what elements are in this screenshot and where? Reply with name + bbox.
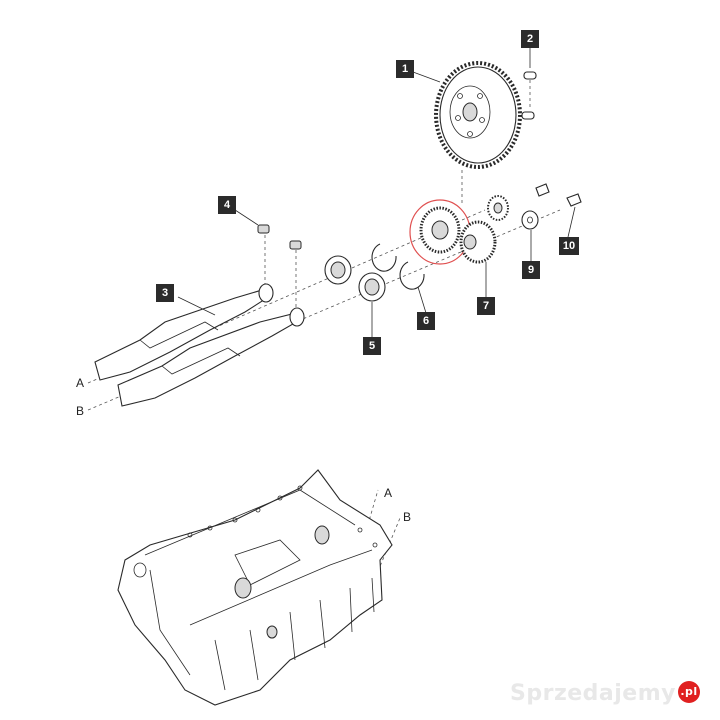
washer-part-9[interactable] xyxy=(521,210,539,230)
watermark: Sprzedajemy.pl xyxy=(510,681,700,706)
callout-9[interactable]: 9 xyxy=(522,261,540,279)
engine-block-housing[interactable] xyxy=(117,469,393,706)
watermark-text: Sprzedajemy xyxy=(510,681,676,706)
bolt-part-10[interactable] xyxy=(535,183,582,207)
balance-shaft-part-3[interactable] xyxy=(94,283,305,407)
callout-leader-lines xyxy=(177,46,576,338)
callout-4[interactable]: 4 xyxy=(218,196,236,214)
highlighted-idler-gear[interactable] xyxy=(409,199,471,265)
callout-2[interactable]: 2 xyxy=(521,30,539,48)
callout-1[interactable]: 1 xyxy=(396,60,414,78)
axis-label-housing-b: B xyxy=(403,510,412,524)
axis-label-shaft-b: B xyxy=(76,404,85,418)
bearing-part-5[interactable] xyxy=(324,255,386,302)
callout-3[interactable]: 3 xyxy=(156,284,174,302)
dowel-pin-part-2[interactable] xyxy=(521,71,537,120)
double-gear-part-7[interactable] xyxy=(459,195,509,264)
circlip-part-6[interactable] xyxy=(371,243,425,290)
small-pin-part-4[interactable] xyxy=(257,224,302,250)
axis-label-shaft-a: A xyxy=(76,376,85,390)
axis-label-housing-a: A xyxy=(384,486,393,500)
callout-5[interactable]: 5 xyxy=(363,337,381,355)
large-gear-part-1[interactable] xyxy=(434,61,522,169)
watermark-suffix: .pl xyxy=(678,681,700,703)
callout-7[interactable]: 7 xyxy=(477,297,495,315)
callout-6[interactable]: 6 xyxy=(417,312,435,330)
callout-10[interactable]: 10 xyxy=(559,237,579,255)
